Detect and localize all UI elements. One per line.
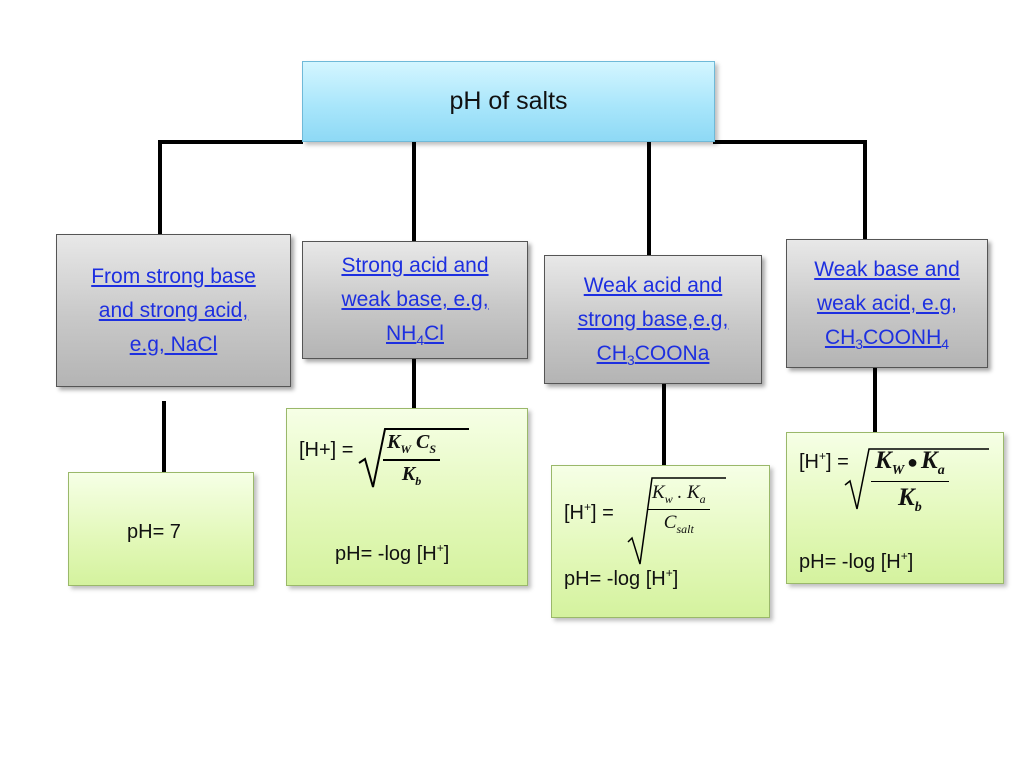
result-box-1: pH= 7 [68, 472, 254, 586]
result-box-2: [H+] = KW CS Kb pH= -log [H+] [286, 408, 528, 586]
connector-drop-3 [647, 140, 651, 255]
diagram-title: pH of salts [302, 61, 715, 142]
h-plus-lhs: [H+] = [564, 500, 614, 524]
connector-drop-2 [412, 140, 416, 241]
formula-fraction: KW●Ka Kb [871, 447, 949, 516]
ph-formula: pH= -log [H+] [564, 566, 679, 590]
connector-result-4 [873, 368, 877, 432]
ph-formula: pH= -log [H+] [799, 549, 914, 573]
result-box-4: [H+] = KW●Ka Kb pH= -log [H+] [786, 432, 1004, 584]
connector-top-right [713, 140, 867, 144]
connector-top-left [158, 140, 303, 144]
connector-result-3 [662, 384, 666, 465]
sqrt-sign [627, 477, 726, 565]
connector-result-2 [412, 359, 416, 409]
h-plus-lhs: [H+] = [799, 449, 849, 473]
connector-drop-4 [863, 140, 867, 239]
h-plus-lhs: [H+] = [299, 439, 354, 461]
sqrt-sign [844, 448, 989, 510]
formula-fraction: KW CS Kb [383, 431, 441, 489]
ph-value: pH= 7 [127, 521, 181, 543]
result-box-3: [H+] = Kw . Ka Csalt pH= -log [H+] [551, 465, 770, 618]
sqrt-sign [358, 428, 469, 488]
ph-formula: pH= -log [H+] [335, 541, 450, 565]
connector-drop-1 [158, 140, 162, 234]
formula-fraction: Kw . Ka Csalt [648, 482, 710, 537]
diagram-title-text: pH of salts [449, 87, 568, 115]
connector-result-1 [162, 401, 166, 472]
